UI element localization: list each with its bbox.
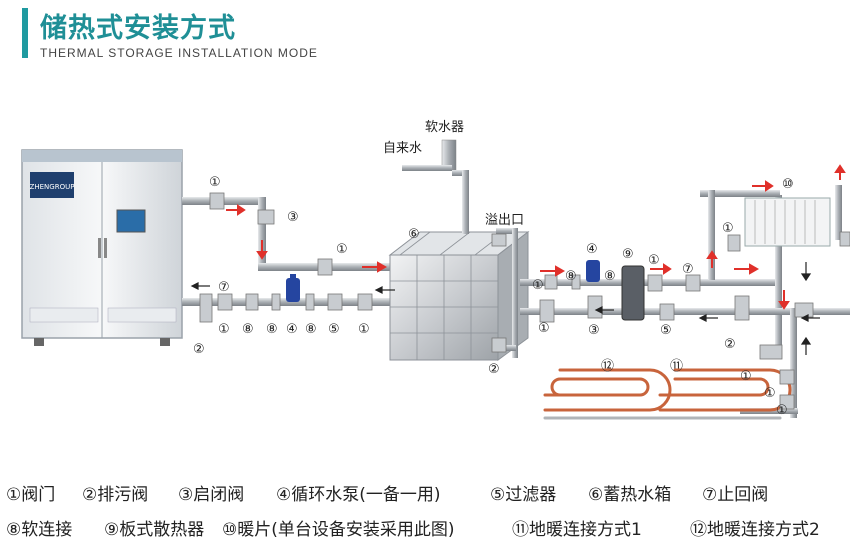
page-subtitle: THERMAL STORAGE INSTALLATION MODE	[40, 46, 318, 60]
right-return-pipe	[520, 308, 850, 418]
marker-10: ⑩	[782, 177, 794, 192]
installation-diagram: ZHENGROUP	[21, 120, 850, 420]
overflow-label: 溢出口	[485, 213, 524, 228]
marker-1: ①	[336, 242, 348, 257]
marker-4: ④	[286, 322, 298, 337]
legend-item: ④循环水泵(一备一用)	[276, 485, 441, 505]
brand-text: ZHENGROUP	[30, 183, 75, 191]
control-screen	[116, 209, 146, 233]
marker-4: ④	[586, 242, 598, 257]
flow-arrows	[226, 164, 846, 310]
page-title: 储热式安装方式	[40, 13, 236, 44]
storage-tank	[388, 230, 530, 361]
legend-item: ⑦止回阀	[702, 485, 769, 505]
soft-water-label: 软水器	[425, 120, 464, 135]
overflow-pipe	[496, 228, 518, 358]
tap-water-label: 自来水	[383, 141, 422, 156]
marker-1: ①	[358, 322, 370, 337]
marker-2: ②	[193, 342, 205, 357]
legend-item: ⑨板式散热器	[104, 520, 205, 540]
circulation-pump-left	[286, 274, 300, 302]
marker-5: ⑤	[660, 323, 672, 338]
valve-fittings	[199, 192, 850, 410]
marker-1: ①	[218, 322, 230, 337]
legend-item: ②排污阀	[82, 485, 149, 505]
plate-heat-exchanger	[621, 265, 645, 321]
marker-9: ⑨	[622, 247, 634, 262]
marker-1: ①	[538, 321, 550, 336]
legend-item: ①阀门	[6, 485, 56, 505]
marker-5: ⑤	[328, 322, 340, 337]
marker-3: ③	[588, 323, 600, 338]
legend-item: ⑫地暖连接方式2	[690, 520, 820, 540]
legend-item: ③启闭阀	[178, 485, 245, 505]
marker-1: ①	[764, 386, 776, 401]
marker-1: ①	[722, 221, 734, 236]
marker-1: ①	[648, 253, 660, 268]
soft-water-unit	[402, 139, 469, 234]
marker-1: ①	[532, 278, 544, 293]
legend-item: ⑩暖片(单台设备安装采用此图)	[222, 520, 455, 540]
marker-2: ②	[724, 337, 736, 352]
marker-1: ①	[776, 403, 788, 418]
legend-item: ⑥蓄热水箱	[588, 485, 672, 505]
marker-8: ⑧	[305, 322, 317, 337]
marker-1: ①	[740, 369, 752, 384]
legend-item: ⑤过滤器	[490, 485, 557, 505]
circulation-pump-right	[586, 260, 600, 282]
radiator	[744, 197, 831, 247]
marker-7: ⑦	[682, 262, 694, 277]
marker-6: ⑥	[408, 227, 420, 242]
boiler-vents	[29, 307, 177, 323]
legend-item: ⑪地暖连接方式1	[512, 520, 642, 540]
marker-8: ⑧	[242, 322, 254, 337]
marker-7: ⑦	[218, 280, 230, 295]
electric-boiler: ZHENGROUP	[21, 149, 183, 346]
marker-11: ⑪	[670, 359, 683, 374]
header-accent-bar	[22, 8, 28, 58]
marker-1: ①	[209, 175, 221, 190]
legend-item: ⑧软连接	[6, 520, 73, 540]
floor-heating-coils	[543, 368, 792, 420]
marker-12: ⑫	[601, 359, 614, 374]
marker-2: ②	[488, 362, 500, 377]
marker-8: ⑧	[604, 269, 616, 284]
marker-8: ⑧	[266, 322, 278, 337]
marker-8: ⑧	[565, 269, 577, 284]
marker-3: ③	[287, 210, 299, 225]
return-arrows	[190, 262, 820, 355]
brand-plate	[30, 172, 74, 198]
